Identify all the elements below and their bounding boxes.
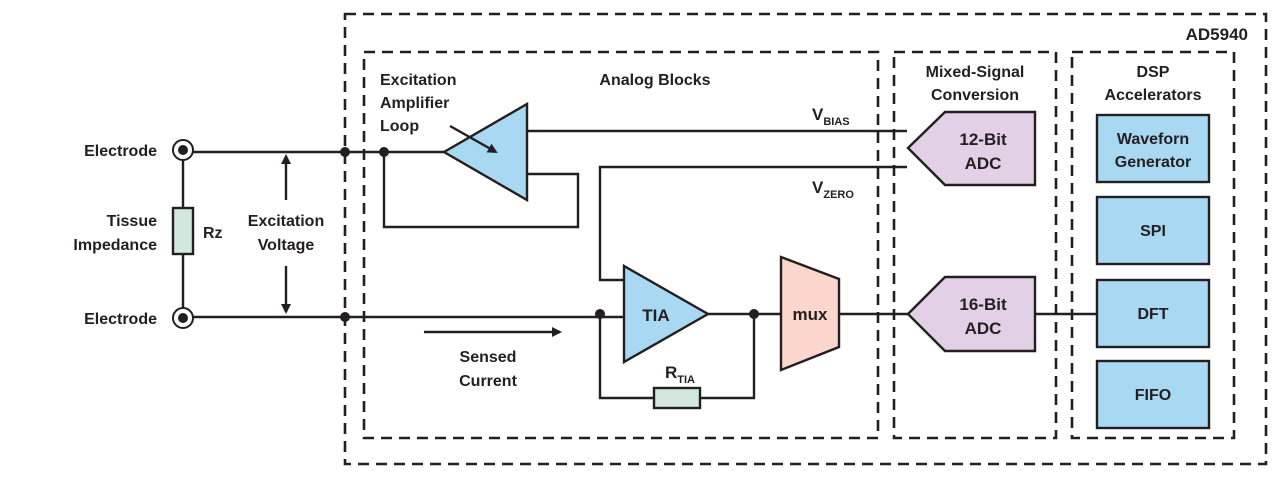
tia-amplifier (622, 263, 711, 365)
adc-16bit (906, 275, 1037, 353)
excitation-voltage-label-2: Voltage (258, 237, 315, 254)
dsp-block-dft (1095, 278, 1211, 349)
mux-label: mux (793, 305, 829, 324)
mixed-signal-title-2: Conversion (931, 87, 1019, 104)
sensed-current-label-1: Sensed (460, 349, 517, 366)
dsp-title-1: DSP (1137, 64, 1170, 81)
tissue-resistor-rz (171, 206, 195, 256)
fifo-label: FIFO (1135, 387, 1171, 404)
electrode-bottom-icon (172, 307, 194, 329)
dsp-title-2: Accelerators (1105, 87, 1202, 104)
waveform-generator-label-1: Waveforn (1117, 131, 1189, 148)
vbias-label: VBIAS (812, 105, 850, 128)
spi-label: SPI (1140, 223, 1166, 240)
mux-block (779, 255, 841, 372)
electrode-top-icon (172, 139, 194, 161)
tissue-label-1: Tissue (107, 213, 158, 230)
analog-blocks-region (362, 50, 880, 440)
chip-boundary (343, 12, 1268, 466)
dsp-block-spi (1095, 195, 1211, 266)
dft-label: DFT (1137, 306, 1168, 323)
adc16-label-1: 16-Bit (959, 295, 1007, 314)
analog-blocks-title: Analog Blocks (599, 72, 710, 89)
adc12-label-1: 12-Bit (959, 130, 1007, 149)
vzero-label: VZERO (812, 178, 854, 201)
amp-loop-pointer-arrow (449, 124, 498, 154)
junction-dot (340, 312, 350, 322)
amp-loop-label-1: Excitation (380, 72, 456, 89)
adc12-label-2: ADC (965, 154, 1002, 173)
dsp-block-waveform-generator (1095, 113, 1211, 184)
mixed-signal-title-1: Mixed-Signal (926, 64, 1025, 81)
dsp-region (1070, 50, 1236, 440)
rtia-label: RTIA (665, 363, 695, 386)
excitation-voltage-label-1: Excitation (248, 213, 324, 230)
electrode-bottom-label: Electrode (84, 311, 157, 328)
sensed-current-label-2: Current (459, 373, 517, 390)
waveform-generator-label-2: Generator (1115, 154, 1191, 171)
rz-label: Rz (203, 225, 223, 242)
amp-loop-label-2: Amplifier (380, 95, 449, 112)
mixed-signal-region (892, 50, 1058, 440)
tia-label: TIA (642, 306, 669, 325)
electrode-top-label: Electrode (84, 143, 157, 160)
amp-loop-label-3: Loop (380, 118, 419, 135)
junction-dot (340, 147, 350, 157)
tissue-label-2: Impedance (73, 237, 157, 254)
excitation-amplifier (441, 101, 529, 203)
junction-dot (749, 309, 759, 319)
chip-name: AD5940 (1186, 25, 1248, 44)
adc16-label-2: ADC (965, 319, 1002, 338)
dsp-block-fifo (1095, 359, 1211, 430)
rtia-resistor (652, 386, 702, 410)
adc-12bit (906, 110, 1037, 187)
